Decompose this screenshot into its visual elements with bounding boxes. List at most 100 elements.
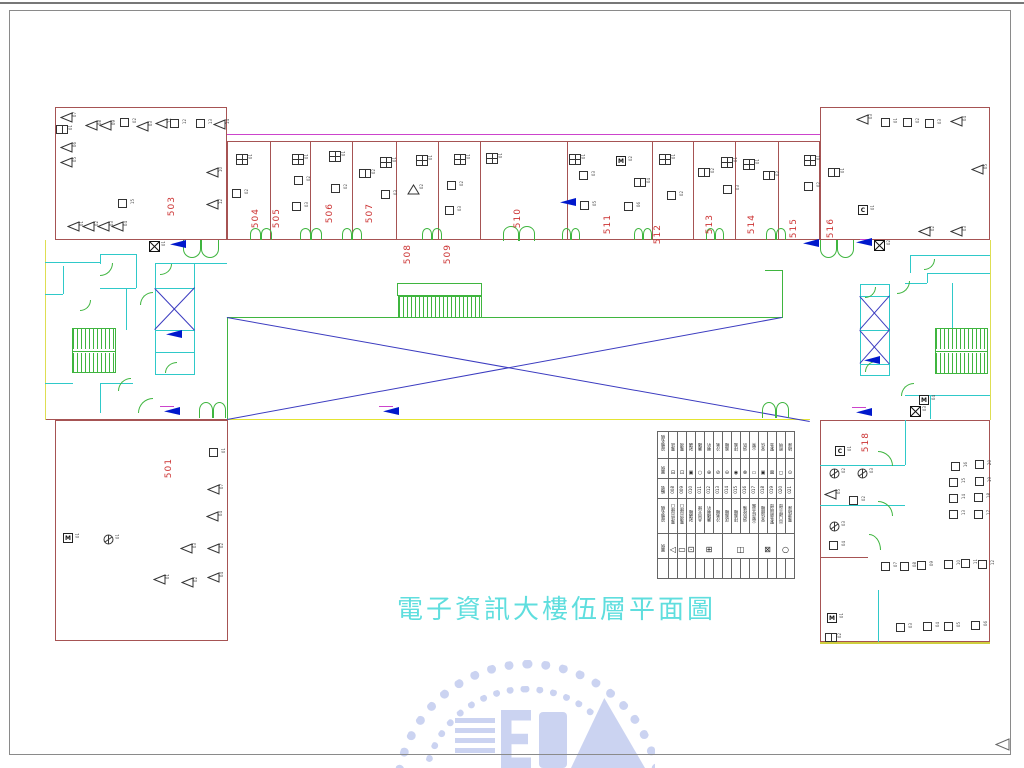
symbol-number-label: 02 — [193, 577, 198, 583]
wall-line — [860, 239, 872, 240]
door-arc — [80, 300, 91, 311]
wall-line — [379, 406, 393, 407]
symbol-window-box — [236, 154, 248, 165]
symbol-number-label: 05 — [592, 201, 597, 207]
symbol-blue-wedge — [170, 240, 186, 248]
legend-cell: 冷氣 — [713, 431, 723, 459]
wall-line — [927, 273, 928, 283]
drawing-title: 電子資訊大樓伍層平面圖 — [397, 595, 717, 625]
symbol-outlet-box — [971, 621, 980, 630]
symbol-number-label: 01 — [161, 241, 166, 247]
legend-cell: 設備名稱 — [657, 498, 669, 534]
symbol-outlet-box — [829, 541, 838, 550]
legend-cell: ▭ — [677, 533, 687, 559]
room-number-label: 511 — [603, 214, 613, 235]
legend-cell: 016 — [740, 478, 750, 499]
symbol-outlet-box — [196, 119, 205, 128]
wall-line — [952, 283, 953, 329]
legend-cell: 對講機 — [686, 498, 696, 534]
wall-line — [100, 288, 136, 289]
symbol-number-label: 07 — [72, 112, 77, 118]
legend-cell: ⊡ — [686, 533, 696, 559]
wall-line — [860, 296, 890, 297]
door-arc-double — [183, 240, 219, 258]
door-arc — [160, 264, 172, 275]
wall-line — [227, 317, 398, 318]
symbol-number-label: 01 — [671, 154, 676, 160]
legend-cell: ⊠ — [758, 533, 777, 559]
wall-line — [160, 406, 174, 407]
legend-cell: 020 — [776, 478, 786, 499]
legend-cell: 出口標示燈 — [776, 498, 786, 534]
legend-cell: 019 — [767, 478, 777, 499]
symbol-outlet-box — [294, 176, 303, 185]
door-arc — [865, 287, 876, 298]
wall-line — [45, 419, 228, 420]
wall-line — [905, 283, 927, 284]
legend-cell: ⊖ — [722, 458, 732, 479]
symbol-window-box — [380, 157, 392, 168]
symbol-number-label: 02 — [710, 168, 715, 174]
symbol-number-label: 01 — [392, 157, 397, 163]
door-arc — [878, 501, 893, 516]
legend-cell: 008 — [668, 478, 678, 499]
symbol-number-label: 02 — [886, 240, 891, 246]
symbol-outlet-box — [944, 622, 953, 631]
symbol-number-label: 02 — [419, 184, 424, 190]
door-arc — [897, 281, 910, 294]
legend-cell — [722, 558, 732, 579]
legend-cell: ◉ — [731, 458, 741, 479]
symbol-blue-wedge — [383, 407, 399, 415]
symbol-outlet-box — [445, 206, 454, 215]
wall-line — [155, 352, 195, 353]
wall-line — [927, 273, 990, 274]
symbol-blue-wedge — [856, 238, 872, 246]
wall-line — [45, 383, 73, 384]
legend-cell: 冷氣機 — [713, 498, 723, 534]
symbol-number-label: 12 — [218, 199, 223, 205]
wall-line — [820, 642, 990, 644]
symbol-m-box: M — [616, 156, 626, 166]
legend-cell: ▣ — [686, 458, 696, 479]
logo-letter-e — [501, 710, 531, 768]
legend-cell: 電話出線口 — [668, 498, 678, 534]
door-arc — [100, 263, 113, 276]
door-arc-double — [342, 228, 362, 240]
wall-line — [778, 141, 779, 240]
wall-line — [820, 505, 905, 506]
room-number-label: 504 — [251, 208, 261, 229]
symbol-number-label: 01 — [893, 118, 898, 124]
wall-line — [860, 330, 890, 331]
legend-cell — [686, 558, 696, 579]
legend-cell: 送風機 — [722, 498, 732, 534]
room-number-label: 515 — [789, 218, 799, 239]
symbol-outlet-box — [849, 496, 858, 505]
symbol-triangle — [206, 543, 220, 554]
symbol-outlet-box — [975, 477, 984, 486]
legend-cell: 009 — [677, 478, 687, 499]
symbol-circle-fixture — [829, 468, 840, 479]
legend-cell — [668, 558, 678, 579]
symbol-number-label: 02 — [343, 184, 348, 190]
symbol-number-label: 01 — [870, 205, 875, 211]
symbol-outlet-box — [903, 118, 912, 127]
symbol-outlet-box — [170, 119, 179, 128]
legend-cell: 013 — [713, 478, 723, 499]
symbol-outlet-box — [978, 560, 987, 569]
legend-cell: 018 — [758, 478, 768, 499]
wall-line — [45, 294, 63, 295]
symbol-number-label: 10 — [218, 167, 223, 173]
symbol-crossed-box — [909, 405, 922, 418]
legend-cell: 喇叭 — [704, 431, 714, 459]
wall-line — [852, 407, 866, 408]
wall-line — [227, 419, 810, 420]
symbol-triangle — [59, 112, 73, 123]
symbol-number-label: 02 — [371, 169, 376, 175]
symbol-window-box — [486, 153, 498, 164]
room-number-label: 506 — [325, 203, 335, 224]
symbol-number-label: 02 — [841, 468, 846, 474]
legend-cell: 消防栓箱 — [740, 498, 750, 534]
symbol-outlet-box — [381, 190, 390, 199]
legend-cell: 照明 — [776, 431, 786, 459]
wall-line — [0, 2, 1024, 4]
